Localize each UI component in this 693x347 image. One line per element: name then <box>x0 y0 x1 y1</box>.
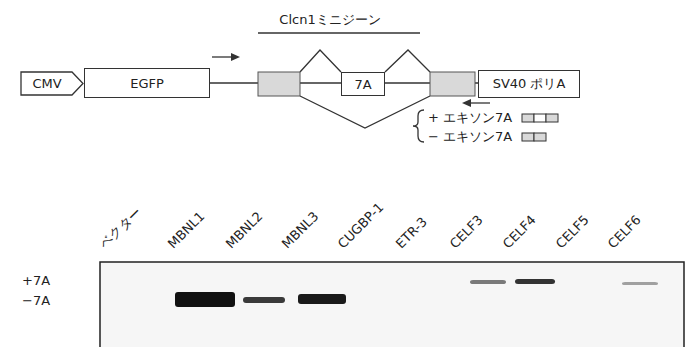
gel-band <box>298 294 346 304</box>
exon-glyph <box>546 114 558 122</box>
legend-text: − エキソン7A <box>428 130 512 145</box>
gene-box: EGFP <box>84 68 210 98</box>
exon-glyph <box>522 114 534 122</box>
construct-title: Clcn1ミニジーン <box>279 13 380 28</box>
gel-band <box>175 292 235 307</box>
gel-band <box>470 280 506 284</box>
promoter-shape <box>21 72 83 95</box>
exon-glyph <box>534 133 546 141</box>
lane-label: MBNL2 <box>223 209 266 252</box>
legend-text: + エキソン7A <box>428 111 512 126</box>
exon-box: 7A <box>341 72 385 96</box>
lane-label: MBNL3 <box>279 209 322 252</box>
primer-arrow <box>212 56 232 57</box>
legend-brace <box>413 110 424 142</box>
splice-arc <box>300 50 341 72</box>
node-label: SV40 ポリA <box>493 75 566 93</box>
minigene-bracket <box>258 32 420 33</box>
lane-label: CELF4 <box>500 213 539 252</box>
lane-label: CELF5 <box>553 213 592 252</box>
lane-label: CELF6 <box>605 213 644 252</box>
exon-box <box>258 72 300 96</box>
band-label: +7A <box>22 274 50 289</box>
primer-arrow <box>470 102 490 103</box>
gel-band <box>243 297 285 303</box>
node-label: 7A <box>354 77 371 92</box>
splice-arc <box>385 50 430 72</box>
lane-label: CELF3 <box>447 213 486 252</box>
primer-head <box>462 99 471 107</box>
lane-label: MBNL1 <box>165 209 208 252</box>
band-label: −7A <box>22 294 50 309</box>
gel-band <box>515 279 555 284</box>
exon-box <box>430 72 475 96</box>
promoter-arrow: CMV <box>20 71 84 96</box>
primer-head <box>231 53 240 61</box>
lane-label: CUGBP-1 <box>335 200 387 252</box>
splice-arc <box>300 96 430 128</box>
gel-frame <box>100 262 684 347</box>
node-label: EGFP <box>130 76 164 91</box>
exon-glyph <box>522 133 534 141</box>
lane-label: ベクター <box>97 205 144 252</box>
exon-glyph <box>534 114 546 122</box>
node-label: CMV <box>32 76 61 91</box>
lane-label: ETR-3 <box>393 215 430 252</box>
gel-band <box>622 282 658 285</box>
polya-box: SV40 ポリA <box>478 70 580 98</box>
